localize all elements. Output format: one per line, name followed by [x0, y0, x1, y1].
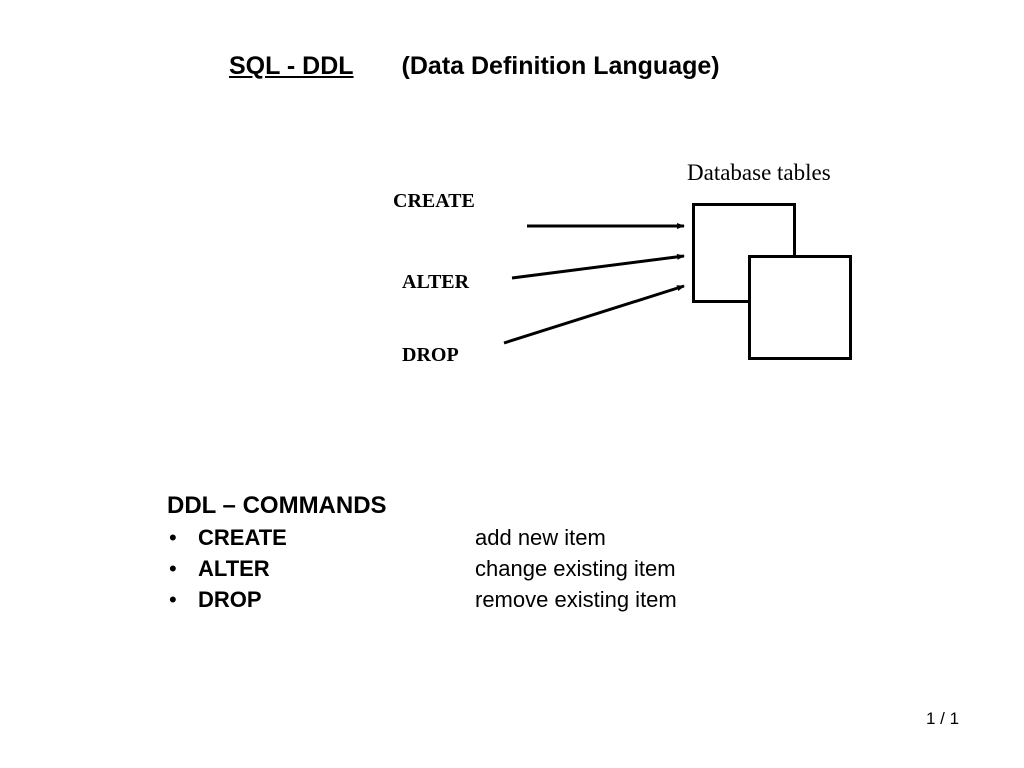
diagram-label-alter: ALTER — [402, 271, 470, 293]
page-indicator: 1 / 1 — [926, 709, 960, 728]
drop-arrow-icon — [503, 284, 685, 345]
commands-heading: DDL – COMMANDS — [167, 492, 387, 519]
command-description: change existing item — [475, 556, 676, 581]
diagram-label-create: CREATE — [393, 190, 475, 212]
command-description: add new item — [475, 525, 606, 550]
bullet-icon: • — [169, 556, 177, 581]
command-description: remove existing item — [475, 587, 677, 612]
title-main: SQL - DDL — [229, 52, 354, 80]
list-item: • CREATE add new item — [167, 522, 767, 553]
alter-arrow-icon — [511, 253, 685, 280]
list-item: • DROP remove existing item — [167, 584, 767, 615]
list-item: • ALTER change existing item — [167, 553, 767, 584]
table-icon-front — [748, 255, 852, 360]
command-term: ALTER — [198, 556, 270, 581]
command-term: DROP — [198, 587, 262, 612]
database-tables-label: Database tables — [687, 160, 831, 185]
command-term: CREATE — [198, 525, 287, 550]
title-subtitle: (Data Definition Language) — [401, 52, 720, 80]
bullet-icon: • — [169, 587, 177, 612]
commands-list: DDL – COMMANDS • CREATE add new item • A… — [167, 490, 767, 615]
page-title: SQL - DDL (Data Definition Language) — [229, 52, 720, 81]
diagram-label-drop: DROP — [402, 344, 459, 366]
bullet-icon: • — [169, 525, 177, 550]
